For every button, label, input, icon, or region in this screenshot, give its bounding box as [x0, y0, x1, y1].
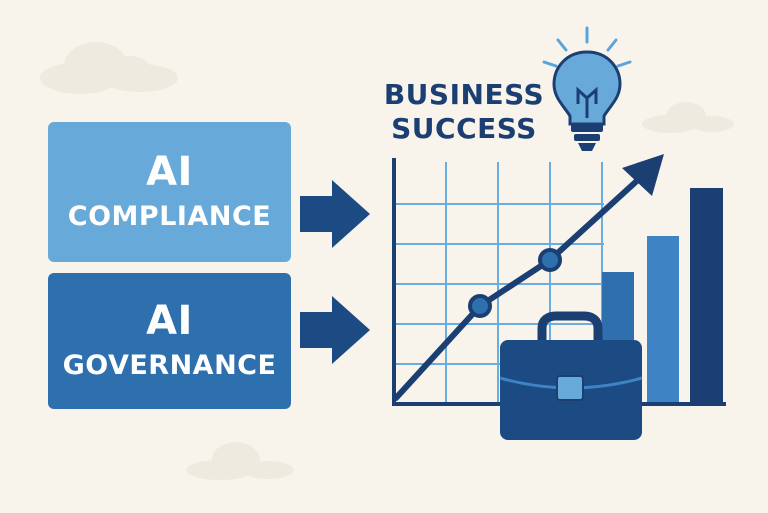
lightbulb-icon — [542, 26, 632, 151]
ai-compliance-line2: COMPLIANCE — [67, 201, 272, 232]
trend-point — [468, 294, 492, 318]
ai-governance-box: AI GOVERNANCE — [48, 273, 291, 409]
business-success-title: BUSINESS SUCCESS — [372, 78, 556, 146]
arrow-right-icon — [300, 296, 370, 364]
briefcase-icon — [499, 311, 643, 440]
title-line1: BUSINESS — [383, 78, 545, 111]
arrow-right-icon — [300, 180, 370, 248]
cloud-icon — [40, 42, 178, 94]
chart-bar — [690, 188, 723, 404]
ai-governance-line2: GOVERNANCE — [62, 350, 277, 381]
trend-point — [538, 248, 562, 272]
trend-arrow-icon — [393, 154, 664, 401]
cloud-icon — [186, 442, 294, 480]
ai-compliance-box: AI COMPLIANCE — [48, 122, 291, 262]
chart-bar — [647, 236, 679, 404]
cloud-icon — [642, 102, 734, 133]
ai-compliance-line1: AI — [146, 149, 193, 195]
ai-governance-line1: AI — [146, 298, 193, 344]
title-line2: SUCCESS — [391, 112, 537, 145]
